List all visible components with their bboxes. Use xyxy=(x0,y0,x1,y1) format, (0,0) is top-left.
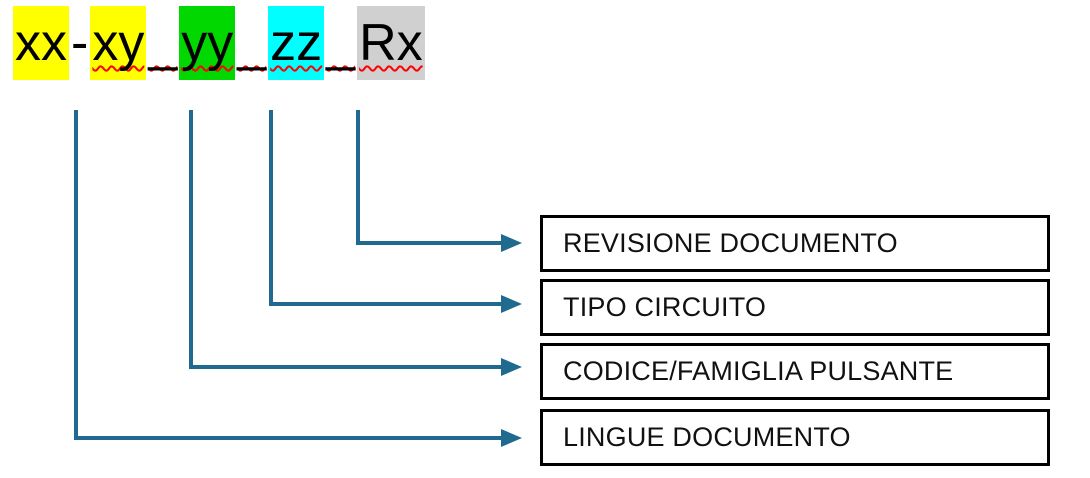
label-box-revisione-documento: REVISIONE DOCUMENTO xyxy=(540,215,1050,272)
arrow-vertical-segment xyxy=(356,110,360,245)
token-circuit-type: zz xyxy=(268,6,325,80)
token-underscore-3: _ xyxy=(326,14,356,72)
arrow-vertical-segment xyxy=(74,110,78,440)
arrowhead-icon xyxy=(501,429,522,447)
token-hyphen: - xyxy=(71,14,89,72)
label-box-tipo-circuito: TIPO CIRCUITO xyxy=(540,279,1050,336)
arrow-horizontal-segment xyxy=(356,241,502,245)
arrow-horizontal-segment xyxy=(189,365,502,369)
label-text-lingue-documento: LINGUE DOCUMENTO xyxy=(563,422,851,452)
arrowhead-icon xyxy=(501,358,522,376)
filename-token-string: xx-xy_yy_zz_Rx xyxy=(13,6,425,80)
arrow-vertical-segment xyxy=(269,110,273,306)
arrow-vertical-segment xyxy=(189,110,193,369)
token-languages-2: xy xyxy=(90,6,147,80)
label-text-revisione-documento: REVISIONE DOCUMENTO xyxy=(563,228,898,258)
arrow-horizontal-segment xyxy=(74,436,502,440)
label-box-lingue-documento: LINGUE DOCUMENTO xyxy=(540,409,1050,466)
arrowhead-icon xyxy=(501,234,522,252)
label-box-codice-famiglia-pulsante: CODICE/FAMIGLIA PULSANTE xyxy=(540,343,1050,400)
arrowhead-icon xyxy=(501,295,522,313)
token-languages-1: xx xyxy=(13,6,69,80)
token-underscore-2: _ xyxy=(237,14,267,72)
label-text-tipo-circuito: TIPO CIRCUITO xyxy=(563,292,767,322)
token-family-code: yy xyxy=(179,6,236,80)
token-underscore-1: _ xyxy=(148,14,178,72)
spellcheck-squiggle-span: xy_yy_zz_Rx xyxy=(90,6,425,80)
arrow-horizontal-segment xyxy=(269,302,502,306)
token-revision: Rx xyxy=(357,6,425,80)
label-text-codice-famiglia-pulsante: CODICE/FAMIGLIA PULSANTE xyxy=(563,356,954,386)
